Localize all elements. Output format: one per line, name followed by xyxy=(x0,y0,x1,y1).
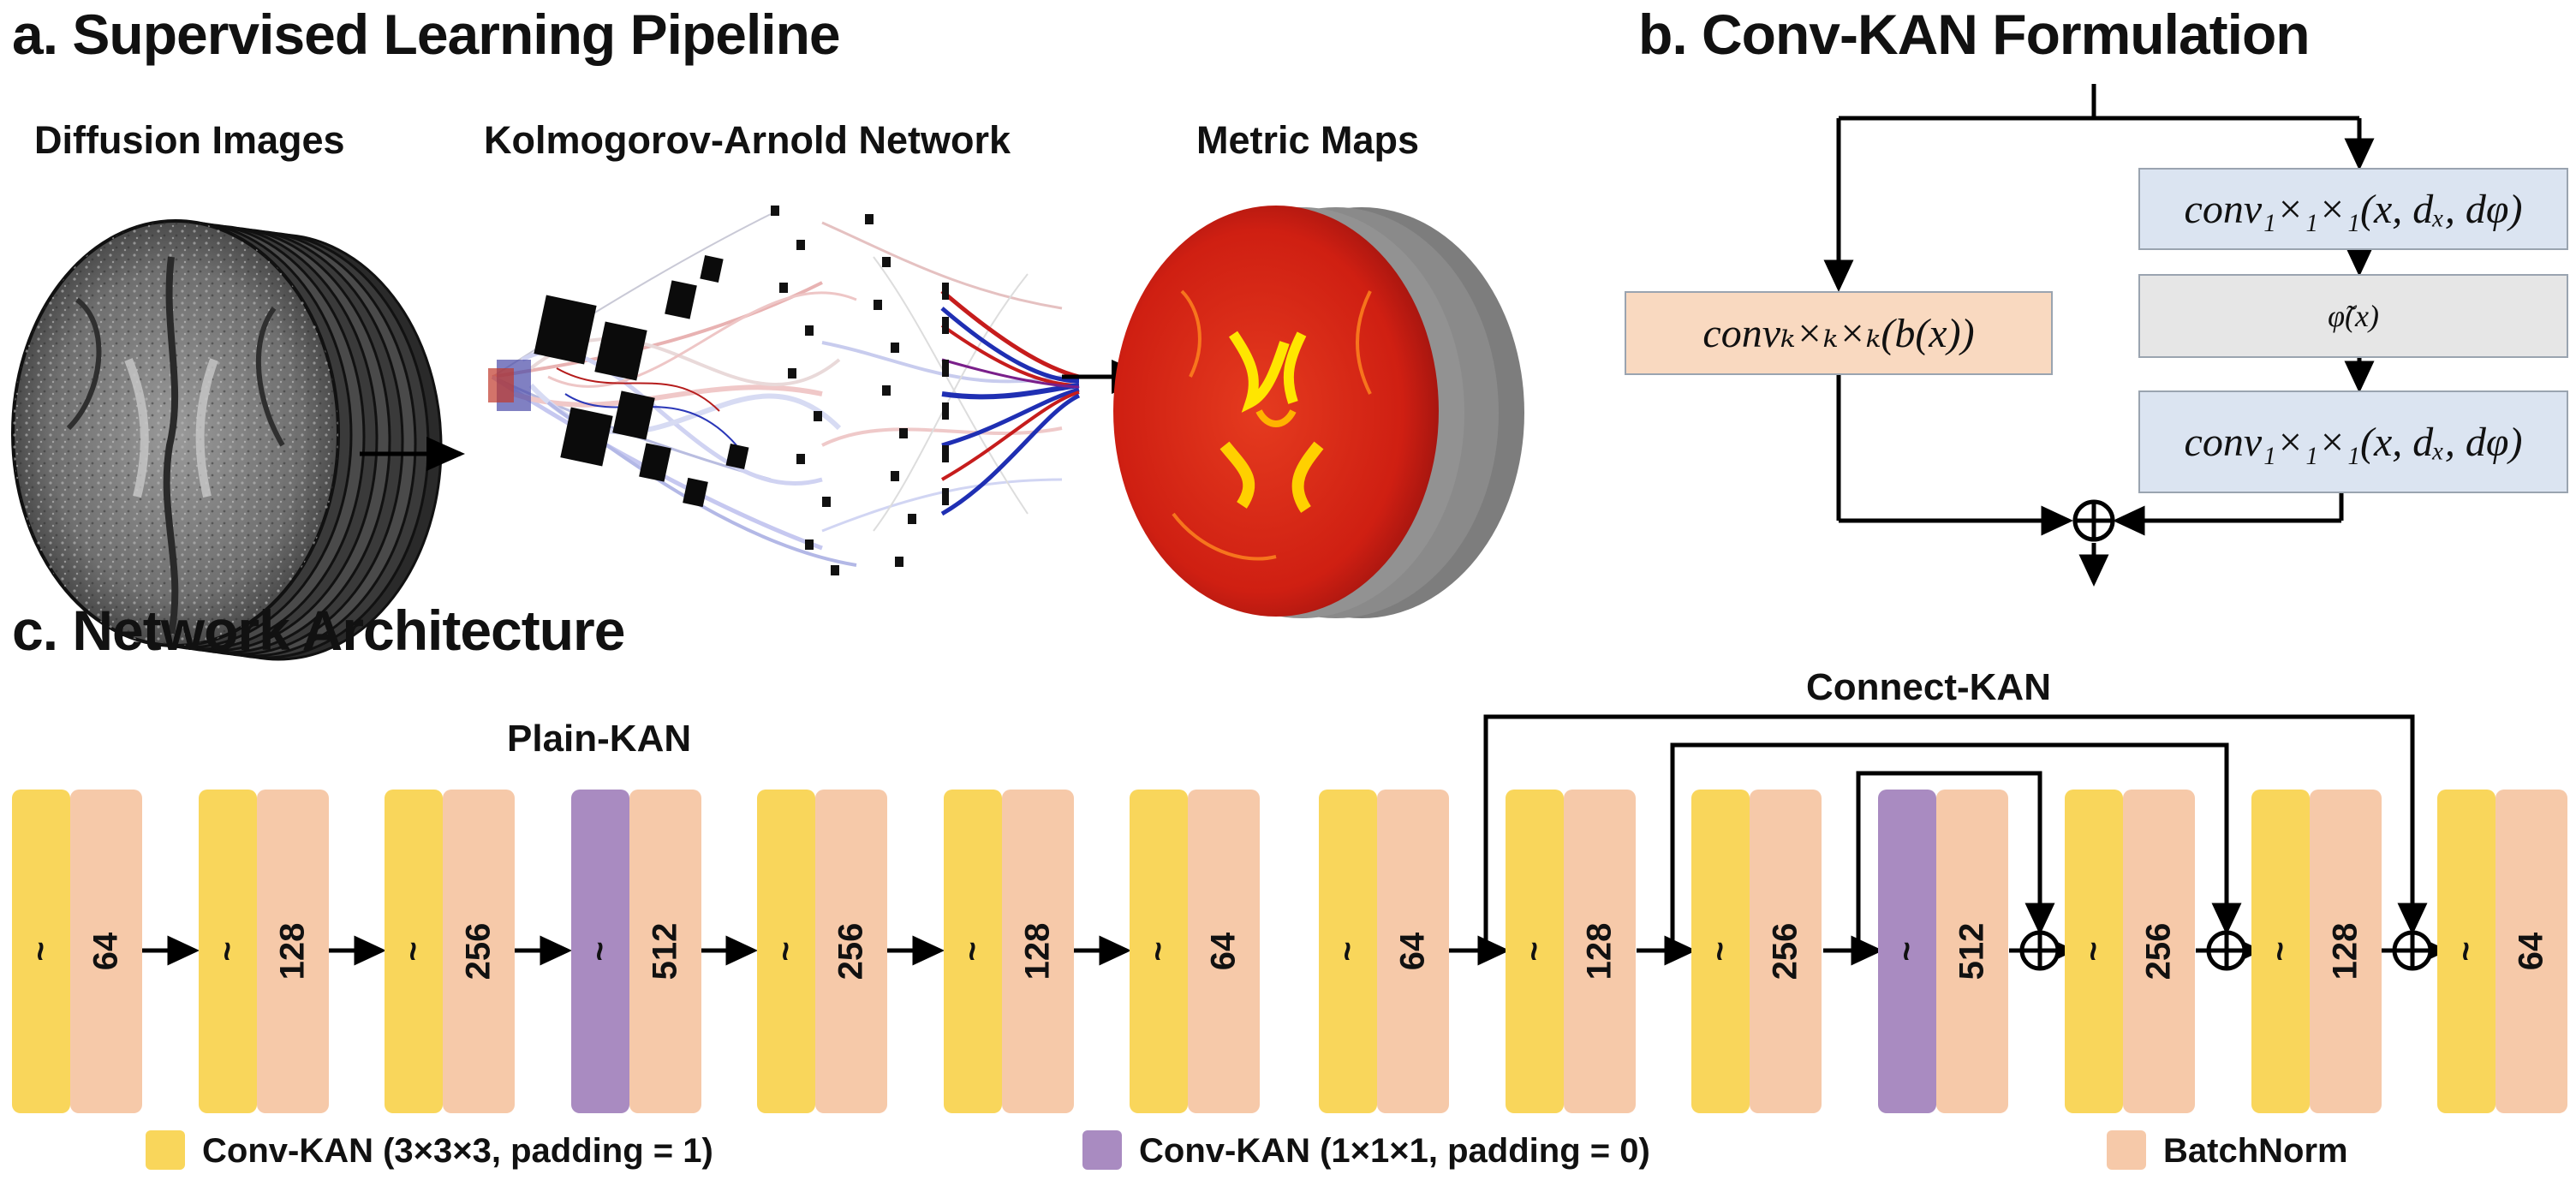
plain-kan-symbol-7: ~ xyxy=(1139,941,1178,962)
plain-kan-block-2: ~ xyxy=(198,790,257,1113)
panel-a-title: a. Supervised Learning Pipeline xyxy=(12,3,841,66)
connect-kan-block-5: ~ xyxy=(2064,790,2123,1113)
connect-channel-label-7: 64 xyxy=(2512,932,2550,971)
formula-box-convk: convₖ×ₖ×ₖ(b(x)) xyxy=(1625,291,2053,375)
connect-channel-label-3: 256 xyxy=(1766,922,1804,980)
connect-batchnorm-block-7: 64 xyxy=(2496,790,2568,1113)
connect-kan-symbol-6: ~ xyxy=(2261,941,2299,962)
plain-kan-symbol-3: ~ xyxy=(394,941,432,962)
formula-box-phi: φ̃(x) xyxy=(2138,274,2568,358)
connect-batchnorm-block-6: 128 xyxy=(2309,790,2382,1113)
plain-batchnorm-block-5: 256 xyxy=(815,790,887,1113)
metric-maps-label: Metric Maps xyxy=(1196,118,1420,162)
connect-kan-symbol-1: ~ xyxy=(1328,941,1367,962)
plain-batchnorm-block-3: 256 xyxy=(443,790,515,1113)
plain-channel-label-3: 256 xyxy=(459,922,498,980)
legend-swatch-batchnorm xyxy=(2107,1130,2146,1170)
plain-channel-label-5: 256 xyxy=(832,922,870,980)
plain-kan-block-7: ~ xyxy=(1130,790,1188,1113)
connect-kan-block-4: ~ xyxy=(1878,790,1937,1113)
connect-kan-symbol-3: ~ xyxy=(1701,941,1739,962)
connect-channel-label-5: 256 xyxy=(2139,922,2178,980)
plain-channel-label-2: 128 xyxy=(273,922,311,980)
plain-kan-symbol-4: ~ xyxy=(581,941,618,962)
connect-kan-block-6: ~ xyxy=(2251,790,2310,1113)
plain-batchnorm-block-2: 128 xyxy=(256,790,329,1113)
connect-kan-block-7: ~ xyxy=(2437,790,2496,1113)
plain-batchnorm-block-7: 64 xyxy=(1188,790,1260,1113)
plain-batchnorm-block-6: 128 xyxy=(1001,790,1074,1113)
connect-kan-label: Connect-KAN xyxy=(1806,666,2051,708)
connect-batchnorm-block-2: 128 xyxy=(1563,790,1636,1113)
kan-network-label: Kolmogorov-Arnold Network xyxy=(484,118,1011,162)
metric-map-stack xyxy=(1113,206,1524,618)
formula-conv1-top-text: conv₁×₁×₁(x, dₓ, dφ) xyxy=(2184,186,2523,232)
plain-kan-block-1: ~ xyxy=(12,790,70,1113)
connect-channel-label-6: 128 xyxy=(2326,922,2364,980)
connect-batchnorm-block-5: 256 xyxy=(2122,790,2195,1113)
legend-label-conv-kan-1: Conv-KAN (1×1×1, padding = 0) xyxy=(1139,1132,1650,1170)
formula-conv1-bottom-text: conv₁×₁×₁(x, dₓ, dφ) xyxy=(2184,419,2523,465)
formula-box-conv1-top: conv₁×₁×₁(x, dₓ, dφ) xyxy=(2138,168,2568,250)
connect-kan-symbol-7: ~ xyxy=(2447,941,2485,962)
plain-kan-symbol-6: ~ xyxy=(953,941,991,962)
panel-c-title: c. Network Architecture xyxy=(12,599,625,662)
plain-kan-block-3: ~ xyxy=(385,790,443,1113)
plain-channel-label-4: 512 xyxy=(646,922,683,980)
plain-kan-symbol-1: ~ xyxy=(21,941,60,962)
formula-phi-text: φ̃(x) xyxy=(2328,299,2379,333)
connect-kan-block-2: ~ xyxy=(1505,790,1564,1113)
diffusion-images-label: Diffusion Images xyxy=(34,118,345,162)
plain-kan-block-6: ~ xyxy=(943,790,1002,1113)
connect-batchnorm-block-4: 512 xyxy=(1936,790,2009,1113)
formula-box-conv1-bottom: conv₁×₁×₁(x, dₓ, dφ) xyxy=(2138,390,2568,493)
connect-batchnorm-block-1: 64 xyxy=(1377,790,1449,1113)
connect-kan-block-3: ~ xyxy=(1691,790,1750,1113)
legend-swatch-conv-kan-1 xyxy=(1082,1130,1122,1170)
connect-channel-label-1: 64 xyxy=(1393,932,1432,971)
legend-label-batchnorm: BatchNorm xyxy=(2163,1132,2348,1170)
plain-channel-label-1: 64 xyxy=(86,932,125,971)
connect-kan-block-1: ~ xyxy=(1319,790,1377,1113)
legend-swatch-conv-kan-3 xyxy=(146,1130,185,1170)
connect-kan-symbol-4: ~ xyxy=(1887,941,1926,962)
kan-network-illustration xyxy=(488,206,1081,575)
connect-kan-symbol-2: ~ xyxy=(1515,941,1553,962)
connect-batchnorm-block-3: 256 xyxy=(1750,790,1822,1113)
connect-kan-symbol-5: ~ xyxy=(2074,941,2113,962)
connect-sum-nodes xyxy=(2019,930,2433,971)
plain-kan-block-5: ~ xyxy=(757,790,815,1113)
panel-b-title: b. Conv-KAN Formulation xyxy=(1638,3,2311,66)
plain-batchnorm-block-4: 512 xyxy=(629,790,701,1113)
connect-channel-label-4: 512 xyxy=(1953,922,1991,980)
formulation-connectors xyxy=(1823,84,2375,587)
plain-channel-label-7: 64 xyxy=(1204,932,1243,971)
plain-channel-label-6: 128 xyxy=(1018,922,1056,980)
plain-kan-symbol-2: ~ xyxy=(208,941,246,962)
plain-kan-block-4: ~ xyxy=(570,790,629,1113)
plain-kan-label: Plain-KAN xyxy=(507,718,692,760)
plain-batchnorm-block-1: 64 xyxy=(70,790,142,1113)
connect-channel-label-2: 128 xyxy=(1580,922,1619,980)
diffusion-image-stack xyxy=(11,219,443,661)
plain-kan-symbol-5: ~ xyxy=(766,941,805,962)
formula-convk-text: convₖ×ₖ×ₖ(b(x)) xyxy=(1702,311,1975,356)
legend-label-conv-kan-3: Conv-KAN (3×3×3, padding = 1) xyxy=(202,1132,713,1170)
